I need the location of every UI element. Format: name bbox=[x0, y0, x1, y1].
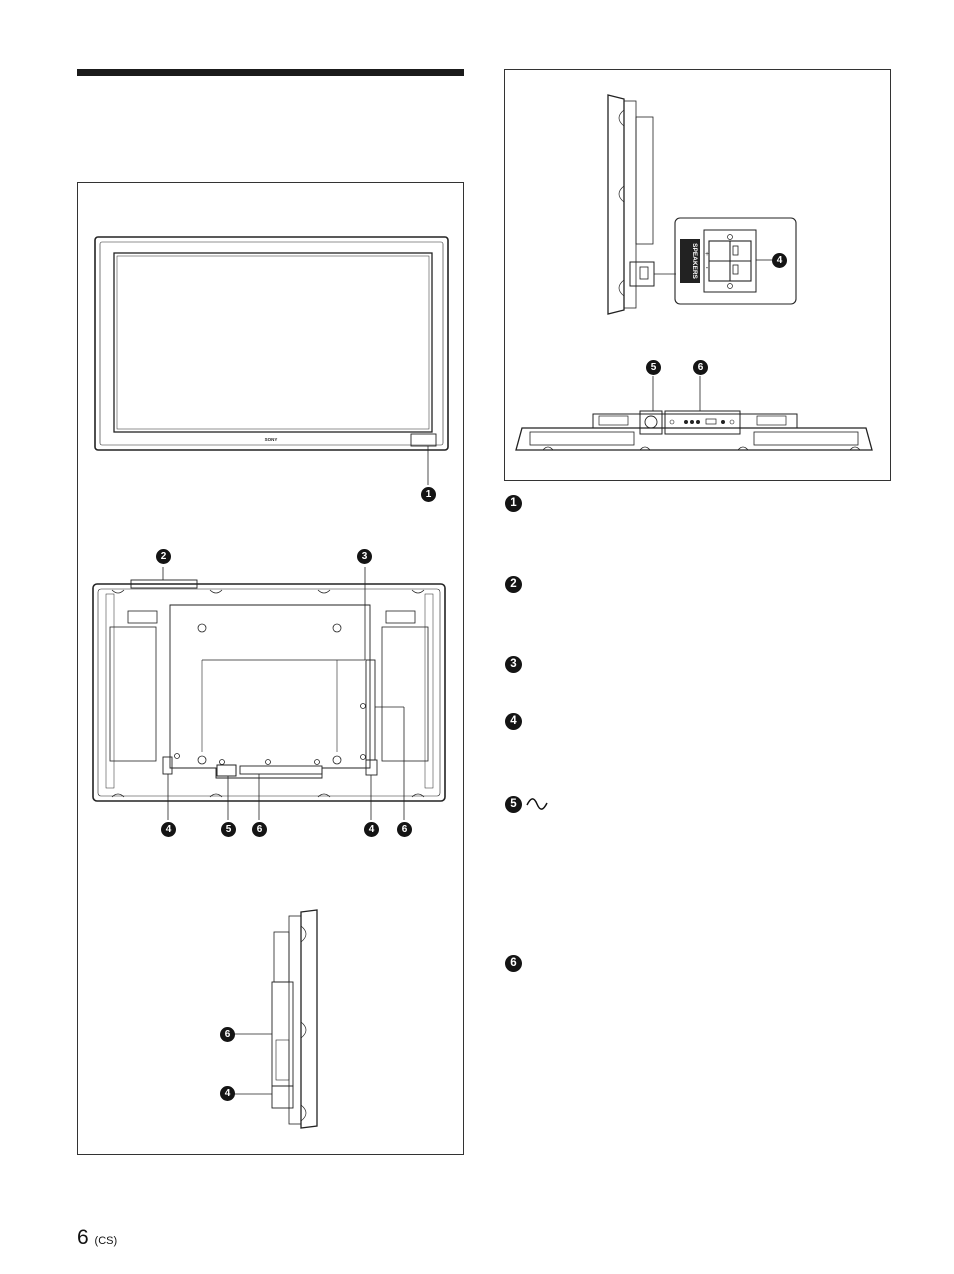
callout-6-rear-bottom-connectors: 6 bbox=[252, 822, 267, 837]
description-item-4-badge: 4 bbox=[505, 713, 522, 730]
callout-1-front-power: 1 bbox=[421, 487, 436, 502]
front-view-monitor bbox=[94, 236, 449, 485]
description-item-1-badge: 1 bbox=[505, 495, 522, 512]
callout-6-side-connectors: 6 bbox=[220, 1027, 235, 1042]
page-number: 6 (CS) bbox=[77, 1226, 117, 1250]
speakers-terminal-label: SPEAKERS bbox=[691, 243, 698, 279]
callout-6-bottom-connectors: 6 bbox=[693, 360, 708, 375]
description-item-6-badge: 6 bbox=[505, 955, 522, 972]
callout-4-rear-left-speaker: 4 bbox=[161, 822, 176, 837]
callout-4-rear-right-speaker: 4 bbox=[364, 822, 379, 837]
side-view-monitor bbox=[234, 909, 318, 1129]
description-item-2-badge: 2 bbox=[505, 576, 522, 593]
speaker-terminal-detail bbox=[674, 217, 797, 305]
speaker-minus-label: - bbox=[706, 263, 709, 272]
description-item-5-badge: 5 bbox=[505, 796, 522, 813]
speaker-plus-label: + bbox=[705, 251, 709, 258]
callout-3-mount-holes: 3 bbox=[357, 549, 372, 564]
brand-logo: SONY bbox=[265, 437, 278, 442]
callout-4-side-speaker: 4 bbox=[220, 1086, 235, 1101]
callout-5-bottom-ac-inlet: 5 bbox=[646, 360, 661, 375]
callout-6-rear-side-connectors: 6 bbox=[397, 822, 412, 837]
callout-5-rear-ac-inlet: 5 bbox=[221, 822, 236, 837]
page-number-value: 6 bbox=[77, 1226, 89, 1249]
callout-2-rear-bracket: 2 bbox=[156, 549, 171, 564]
right-side-view bbox=[607, 94, 676, 315]
section-header-rule bbox=[77, 69, 464, 76]
right-illustration-frame bbox=[504, 69, 891, 481]
description-item-3-badge: 3 bbox=[505, 656, 522, 673]
bottom-view-monitor bbox=[515, 376, 873, 451]
callout-4-speaker-detail: 4 bbox=[772, 253, 787, 268]
left-illustration-frame bbox=[77, 182, 464, 1155]
ac-wave-icon bbox=[526, 798, 548, 810]
language-code: (CS) bbox=[94, 1235, 118, 1247]
rear-view-monitor bbox=[92, 567, 446, 820]
